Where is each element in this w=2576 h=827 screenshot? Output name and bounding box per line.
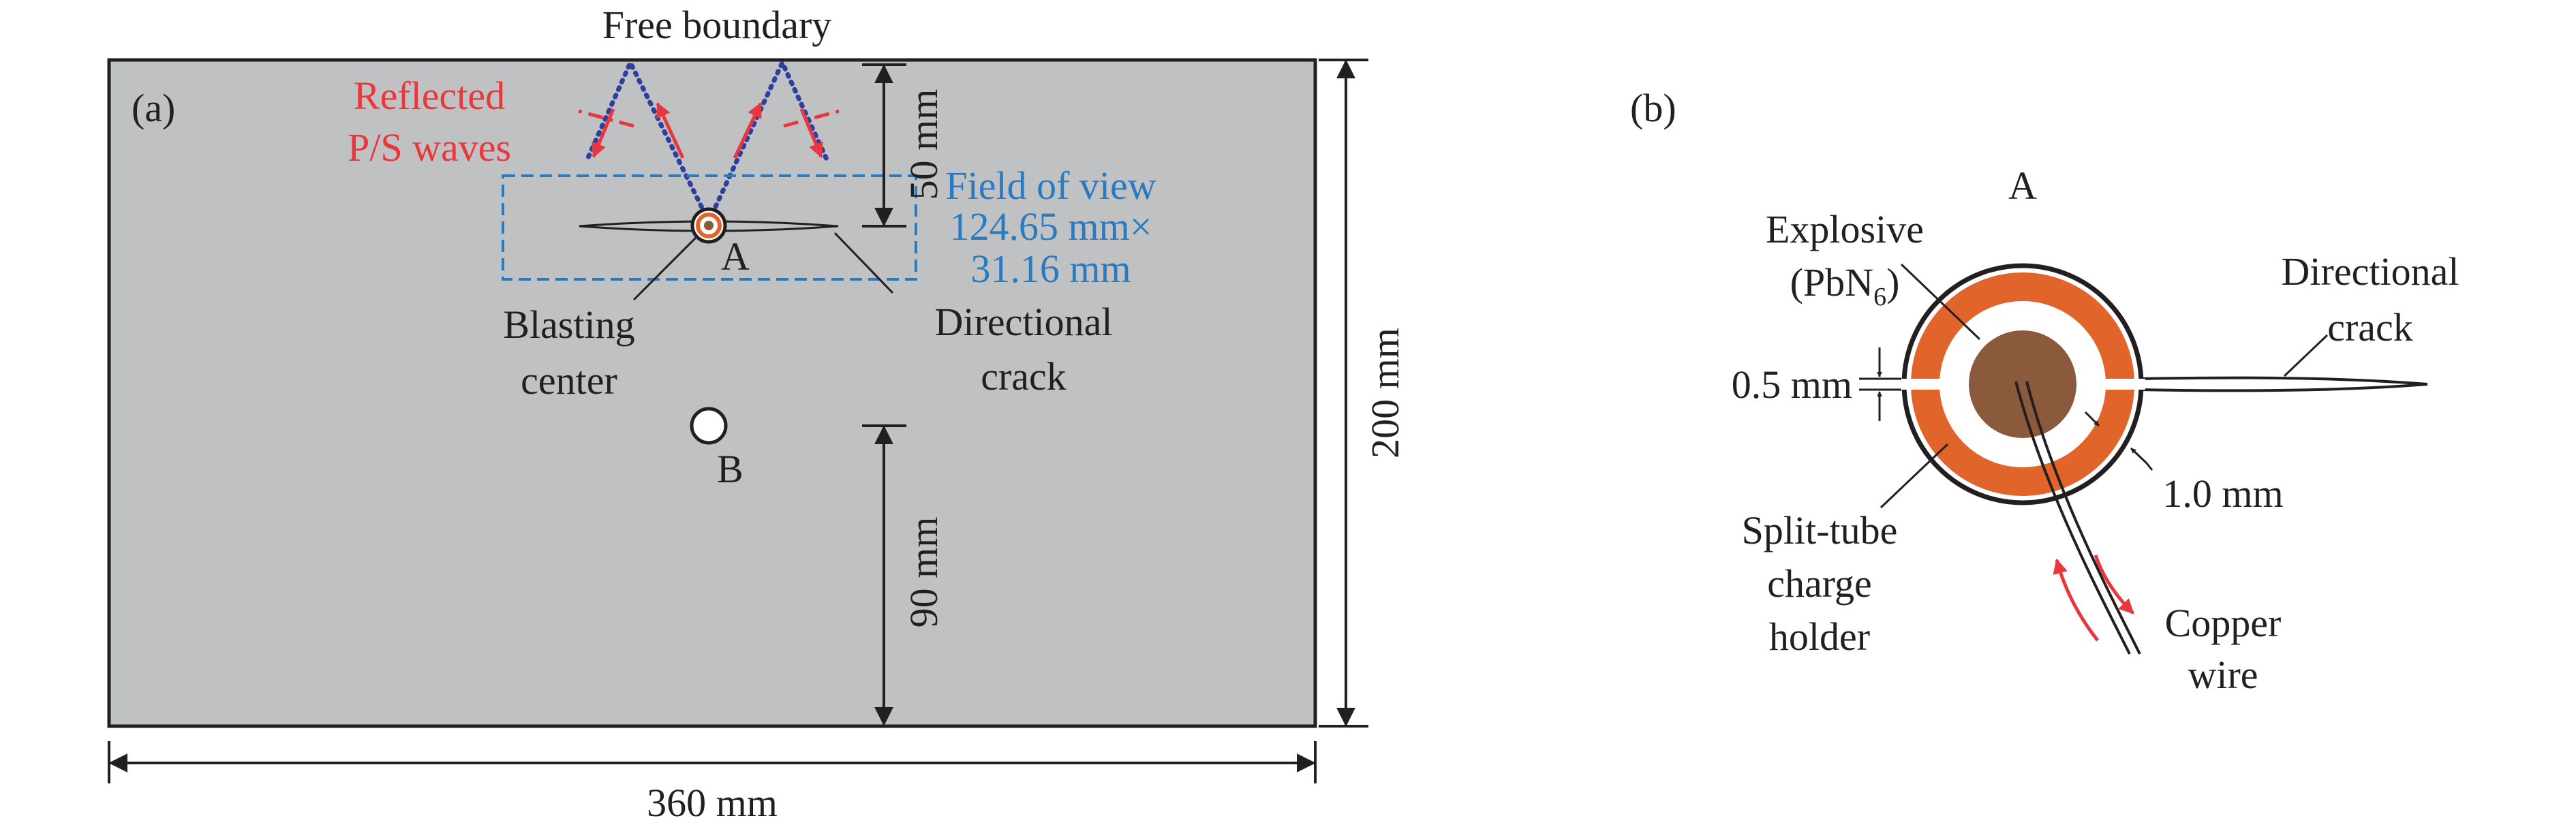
ray-right bbox=[706, 57, 831, 224]
explosive-charge bbox=[1969, 330, 2076, 438]
dim-05mm-label: 0.5 mm bbox=[1732, 362, 1852, 407]
explosive-formula-prefix: (PbN bbox=[1790, 260, 1873, 305]
dim-360mm bbox=[108, 741, 1317, 783]
copper-wire bbox=[2014, 381, 2141, 655]
reflected-waves-line2: P/S waves bbox=[348, 125, 511, 170]
crack-label-line1: Directional bbox=[935, 300, 1113, 344]
crack-leader bbox=[833, 232, 894, 294]
field-of-view-line1: Field of view bbox=[945, 163, 1156, 208]
crack-b-leader bbox=[2283, 334, 2329, 377]
copper-label-line1: Copper bbox=[2165, 601, 2282, 645]
crack-a bbox=[579, 220, 839, 232]
point-b-label: B bbox=[717, 447, 743, 491]
free-boundary-label: Free boundary bbox=[602, 3, 832, 47]
panel-b-label: (b) bbox=[1630, 86, 1676, 130]
explosive-formula-suffix: ) bbox=[1886, 260, 1899, 305]
wave-arrows bbox=[575, 102, 842, 159]
crack-b-label-line2: crack bbox=[2327, 305, 2413, 349]
crack-b-label-line1: Directional bbox=[2282, 249, 2459, 294]
reflected-arrow-left bbox=[592, 108, 615, 159]
blasting-center-line1: Blasting bbox=[503, 302, 634, 347]
explosive-label-line2: (PbN6) bbox=[1790, 260, 1900, 311]
crack-label-line2: crack bbox=[981, 354, 1067, 399]
blasting-center-leader bbox=[632, 236, 698, 301]
dim-200mm-label: 200 mm bbox=[1363, 328, 1407, 458]
current-arrow-up bbox=[2053, 558, 2099, 642]
panel-a-label: (a) bbox=[132, 86, 175, 130]
incident-arrow-left bbox=[656, 102, 685, 159]
copper-label-line2: wire bbox=[2188, 653, 2258, 697]
reflected-dash-right bbox=[783, 108, 842, 128]
ray-left bbox=[583, 57, 711, 224]
dim-10mm-label: 1.0 mm bbox=[2162, 471, 2283, 516]
dim-200mm bbox=[1319, 59, 1368, 728]
ray-paths bbox=[583, 57, 831, 224]
holder-leader bbox=[1880, 443, 1949, 509]
crack-b bbox=[2140, 376, 2428, 392]
dim-05mm bbox=[1859, 347, 1901, 421]
current-arrows bbox=[2053, 555, 2134, 642]
explosive-formula-subscript: 6 bbox=[1873, 283, 1886, 311]
blasting-center-a bbox=[690, 207, 727, 244]
current-arrow-down bbox=[2094, 555, 2134, 614]
point-a-label: A bbox=[721, 234, 750, 279]
panel-b: (b) A Explosive (PbN6) bbox=[1630, 86, 2459, 697]
dim-90mm bbox=[862, 424, 906, 726]
blasting-center-line2: center bbox=[521, 358, 617, 403]
incident-arrow-right bbox=[733, 102, 763, 159]
holder-label-line1: Split-tube bbox=[1742, 508, 1898, 552]
reflected-dash-left bbox=[575, 108, 634, 128]
holder-label-line2: charge bbox=[1767, 561, 1872, 606]
holder-split-left bbox=[1895, 379, 1944, 390]
holder-label-line3: holder bbox=[1769, 614, 1870, 659]
dim-10mm bbox=[2084, 411, 2153, 471]
reflected-arrow-right bbox=[799, 108, 823, 159]
field-of-view-box bbox=[502, 174, 917, 281]
field-of-view-line3: 31.16 mm bbox=[970, 247, 1131, 291]
dim-50mm bbox=[862, 63, 906, 228]
dim-90mm-label: 90 mm bbox=[902, 517, 946, 628]
reflected-waves-line1: Reflected bbox=[354, 74, 505, 118]
dim-360mm-label: 360 mm bbox=[647, 781, 778, 825]
panel-b-point-a: A bbox=[2008, 163, 2037, 208]
point-b-marker bbox=[690, 407, 728, 445]
holder-split-right bbox=[2103, 379, 2145, 390]
explosive-leader bbox=[1900, 263, 1981, 341]
explosive-label-line1: Explosive bbox=[1766, 207, 1924, 251]
field-of-view-line2: 124.65 mm× bbox=[950, 204, 1152, 249]
specimen-plate bbox=[107, 58, 1317, 728]
dim-50mm-label: 50 mm bbox=[902, 89, 946, 200]
split-tube-holder bbox=[1895, 263, 2145, 505]
panel-a: (a) Free boundary Reflected P/S waves Fi… bbox=[107, 3, 1407, 825]
